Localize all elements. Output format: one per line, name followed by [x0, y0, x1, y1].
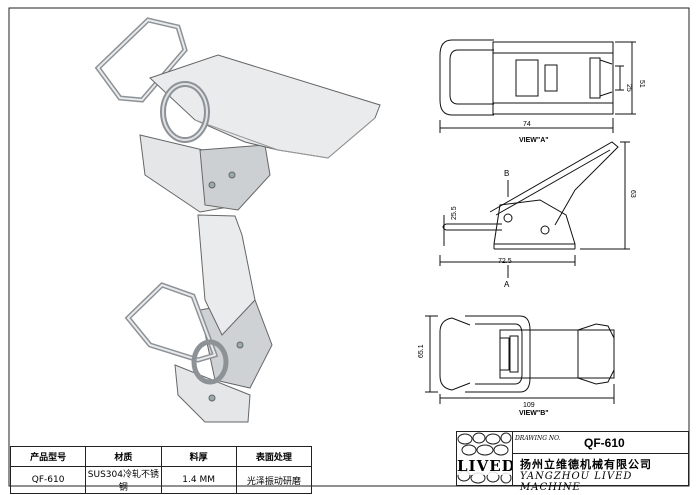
- logo-text: LIVED: [457, 457, 513, 475]
- view-a: [439, 39, 636, 133]
- dim-51: 51: [638, 80, 645, 88]
- view-b-label: VIEW"B": [519, 410, 549, 417]
- dim-63: 63: [629, 190, 636, 198]
- spec-header-thickness: 料厚: [160, 446, 237, 467]
- title-block: LIVED DRAWING NO. QF-610 扬州立维德机械有限公司 YAN…: [456, 431, 689, 493]
- latch-render-open: [124, 214, 273, 423]
- spec-header-material: 材质: [85, 446, 162, 467]
- latch-render-closed: [94, 17, 381, 213]
- dim-25: 25: [625, 84, 632, 92]
- drawing-number-row: DRAWING NO. QF-610: [512, 432, 688, 454]
- dim-74: 74: [523, 121, 531, 128]
- spec-value-row: QF-610 SUS304冷轧不锈钢 1.4 MM 光泽振动研磨: [9, 466, 313, 494]
- company-name-cn: 扬州立维德机械有限公司: [520, 458, 652, 471]
- company-logo: LIVED: [457, 432, 513, 485]
- spec-value-thickness: 1.4 MM: [160, 466, 237, 494]
- view-b: [425, 315, 615, 404]
- spec-header-row: 产品型号 材质 料厚 表面处理: [9, 446, 313, 467]
- spec-value-material: SUS304冷轧不锈钢: [85, 466, 162, 494]
- section-label-b: B: [504, 169, 509, 178]
- section-label-a: A: [504, 280, 510, 289]
- view-side: [439, 141, 630, 278]
- spec-header-model: 产品型号: [9, 446, 87, 467]
- spec-value-model: QF-610: [9, 466, 87, 494]
- dim-65-1: 65.1: [418, 344, 425, 358]
- drawing-no-label: DRAWING NO.: [515, 435, 561, 442]
- spec-value-finish: 光泽振动研磨: [235, 466, 313, 494]
- sheet-border: [8, 7, 690, 487]
- company-name-en: YANGZHOU LIVED MACHINE: [520, 471, 633, 493]
- dim-72-5: 72.5: [498, 258, 512, 265]
- dim-109: 109: [523, 402, 535, 409]
- view-a-label: VIEW"A": [519, 137, 549, 144]
- drawing-no: QF-610: [584, 436, 625, 450]
- spec-header-finish: 表面处理: [235, 446, 313, 467]
- dim-25-5: 25.5: [451, 206, 458, 220]
- spec-table: 产品型号 材质 料厚 表面处理 QF-610 SUS304冷轧不锈钢 1.4 M…: [9, 446, 313, 494]
